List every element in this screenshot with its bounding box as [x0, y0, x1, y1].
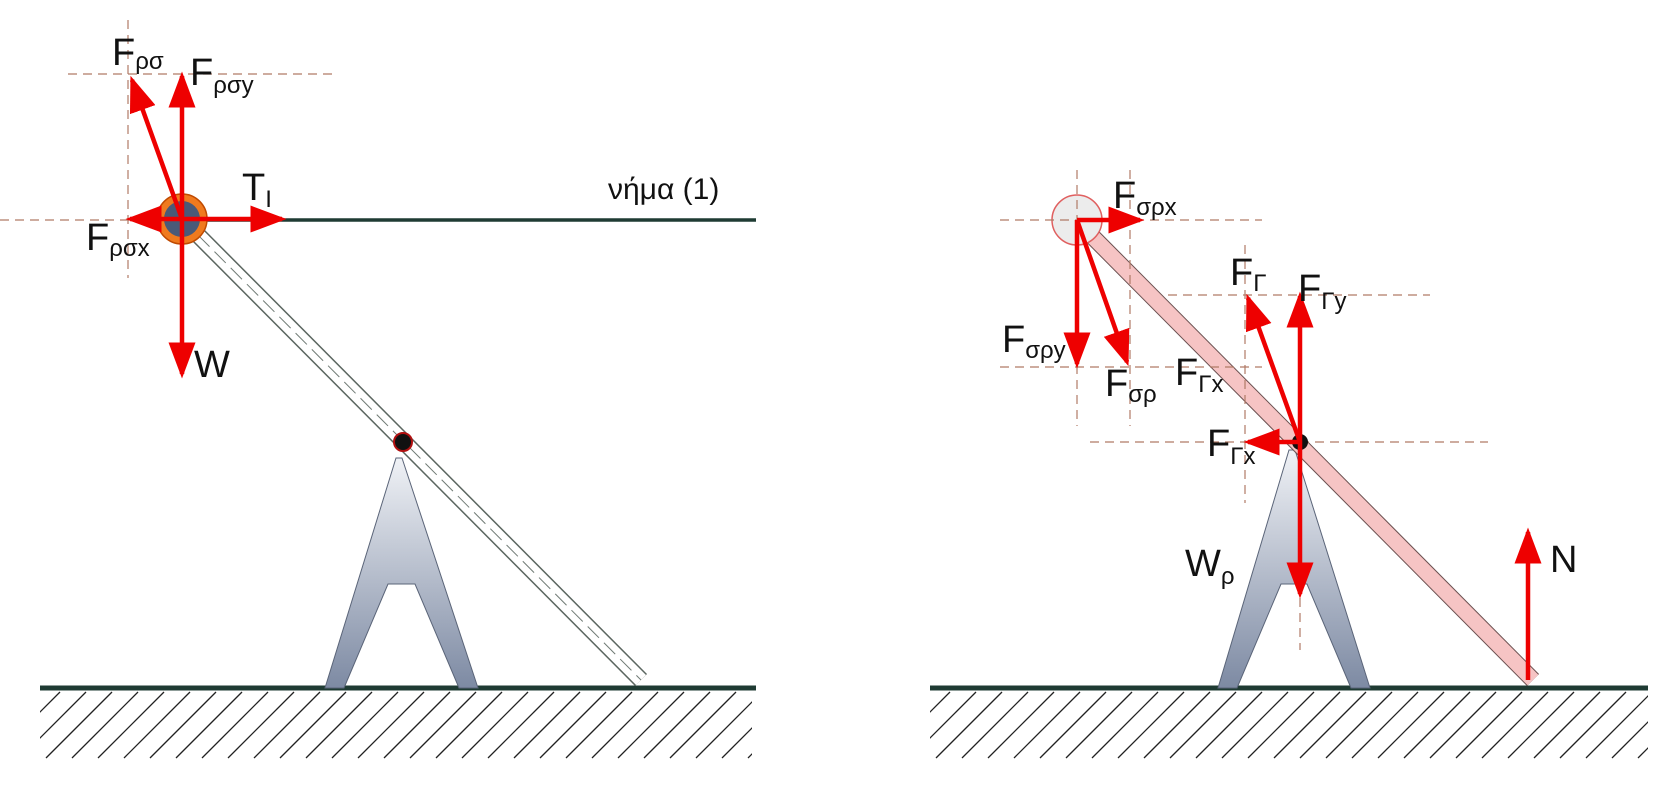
hatch-stroke — [487, 691, 555, 759]
arrow-F-sr — [1074, 219, 1130, 367]
label-W-r: Wρ — [1185, 543, 1235, 590]
left-panel: Fρσ Fρσy Fρσx TI W νήμα (1) — [0, 20, 756, 759]
hatch-stroke — [1091, 691, 1159, 759]
hatch-stroke — [747, 753, 752, 759]
hatch-stroke — [1377, 691, 1445, 759]
hatch-stroke — [1117, 691, 1185, 759]
label-N: N — [1550, 539, 1577, 581]
hatch-stroke — [1143, 691, 1211, 759]
hatch-stroke — [97, 691, 165, 759]
hatch-stroke — [409, 691, 477, 759]
hatch-stroke — [40, 691, 61, 713]
label-F-Gy: FΓy — [1298, 268, 1346, 315]
arrow-F-G — [1245, 293, 1303, 443]
hatch-stroke — [1481, 691, 1549, 759]
hatch-stroke — [331, 691, 399, 759]
hatch-stroke — [45, 691, 113, 759]
left-ground-hatching — [40, 691, 752, 759]
left-pivot — [393, 432, 413, 452]
hatch-stroke — [1039, 691, 1107, 759]
hatch-stroke — [1455, 691, 1523, 759]
label-W: W — [194, 344, 230, 386]
hatch-stroke — [201, 691, 269, 759]
hatch-stroke — [1325, 691, 1393, 759]
hatch-stroke — [1273, 691, 1341, 759]
label-F-rs: Fρσ — [112, 32, 164, 75]
hatch-stroke — [935, 691, 1003, 759]
label-F-srx: Fσρx — [1113, 175, 1177, 221]
hatch-stroke — [435, 691, 503, 759]
hatch-stroke — [305, 691, 373, 759]
label-string: νήμα (1) — [608, 173, 719, 206]
hatch-stroke — [1247, 691, 1315, 759]
hatch-stroke — [1533, 691, 1601, 759]
hatch-stroke — [961, 691, 1029, 759]
hatch-stroke — [461, 691, 529, 759]
right-panel: Fσρx Fσρy Fσρ FΓ FΓy FΓx FΓx Wρ N — [930, 170, 1648, 759]
label-T: TI — [242, 167, 272, 213]
hatch-stroke — [1585, 695, 1648, 759]
label-F-sr: Fσρ — [1105, 363, 1157, 408]
hatch-stroke — [123, 691, 191, 759]
label-F-sry: Fσρy — [1002, 319, 1066, 364]
label-F-G: FΓ — [1230, 252, 1266, 297]
arrow-F-rs — [129, 75, 185, 220]
hatch-stroke — [1611, 721, 1648, 759]
hatch-stroke — [1169, 691, 1237, 759]
hatch-stroke — [617, 691, 685, 759]
hatch-stroke — [721, 727, 752, 759]
hatch-stroke — [930, 691, 977, 739]
hatch-stroke — [987, 691, 1055, 759]
left-support-stand — [324, 457, 479, 689]
hatch-stroke — [539, 691, 607, 759]
hatch-stroke — [227, 691, 295, 759]
hatch-stroke — [565, 691, 633, 759]
left-rod — [175, 213, 648, 686]
hatch-stroke — [1221, 691, 1289, 759]
hatch-stroke — [1507, 691, 1575, 759]
hatch-stroke — [695, 701, 752, 759]
hatch-stroke — [357, 691, 425, 759]
hatch-stroke — [1065, 691, 1133, 759]
hatch-stroke — [1299, 691, 1367, 759]
label-F-Gx-upper: FΓx — [1175, 352, 1223, 398]
hatch-stroke — [643, 691, 711, 759]
hatch-stroke — [149, 691, 217, 759]
hatch-stroke — [1429, 691, 1497, 759]
hatch-stroke — [591, 691, 659, 759]
hatch-stroke — [279, 691, 347, 759]
label-F-rsx: Fρσx — [86, 217, 150, 262]
hatch-stroke — [1637, 747, 1648, 759]
hatch-stroke — [930, 691, 951, 713]
hatch-stroke — [40, 691, 87, 739]
label-F-rsy: Fρσy — [190, 52, 254, 99]
hatch-stroke — [175, 691, 243, 759]
right-rod — [1071, 216, 1540, 686]
label-F-Gx-lower: FΓx — [1207, 423, 1255, 470]
hatch-stroke — [383, 691, 451, 759]
hatch-stroke — [1403, 691, 1471, 759]
hatch-stroke — [513, 691, 581, 759]
hatch-stroke — [253, 691, 321, 759]
hatch-stroke — [1195, 691, 1263, 759]
hatch-stroke — [669, 691, 737, 759]
hatch-stroke — [1351, 691, 1419, 759]
right-ground-hatching — [930, 691, 1648, 759]
hatch-stroke — [1559, 691, 1627, 759]
hatch-stroke — [1013, 691, 1081, 759]
hatch-stroke — [71, 691, 139, 759]
